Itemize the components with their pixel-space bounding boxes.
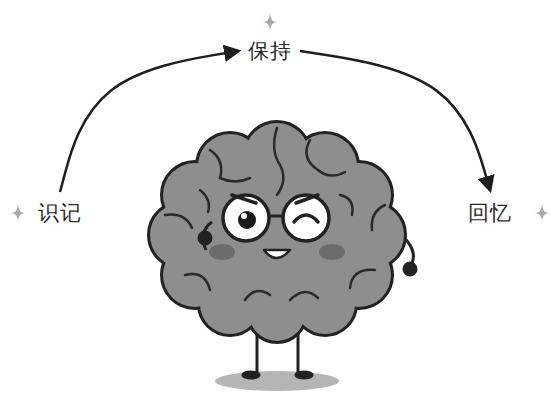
face xyxy=(209,195,345,260)
sparkle xyxy=(263,12,277,32)
glasses-lens xyxy=(283,195,329,241)
mouth xyxy=(264,250,290,258)
fold xyxy=(274,128,283,195)
fold xyxy=(185,274,210,290)
glasses-bridge xyxy=(269,215,283,218)
brain-fill xyxy=(150,123,404,341)
brain-outline xyxy=(150,123,404,341)
winking-eye xyxy=(294,215,318,222)
fold xyxy=(350,270,375,288)
eyebrow xyxy=(296,195,318,203)
stage-label: 识记 xyxy=(38,200,82,226)
fold xyxy=(306,140,345,176)
eye-pupil xyxy=(238,211,256,229)
stage-label: 回忆 xyxy=(468,200,512,226)
stage-label: 保持 xyxy=(248,38,292,64)
curved-arrow xyxy=(300,51,490,190)
eyebrow xyxy=(232,195,256,203)
hands xyxy=(199,222,416,275)
cheek xyxy=(319,244,345,260)
glasses-lens xyxy=(223,195,269,241)
foot xyxy=(243,372,259,378)
fold xyxy=(372,205,385,230)
ground-shadow xyxy=(215,371,339,391)
sparkle xyxy=(11,203,25,223)
node-text: 回忆 xyxy=(468,200,512,226)
fold xyxy=(340,195,353,215)
sparkle-group xyxy=(11,12,549,223)
fold xyxy=(210,150,250,182)
fold xyxy=(245,291,270,300)
fold xyxy=(200,190,209,212)
foot xyxy=(296,372,312,378)
hand xyxy=(404,263,416,275)
sparkle xyxy=(535,203,549,223)
brain-folds xyxy=(165,128,385,300)
cheek xyxy=(209,244,235,260)
eye-highlight xyxy=(241,213,247,219)
node-text: 保持 xyxy=(248,38,292,64)
node-text: 识记 xyxy=(38,200,82,226)
curved-arrow xyxy=(60,51,238,192)
fold xyxy=(290,292,318,300)
hand xyxy=(199,232,211,244)
fold xyxy=(165,215,192,228)
